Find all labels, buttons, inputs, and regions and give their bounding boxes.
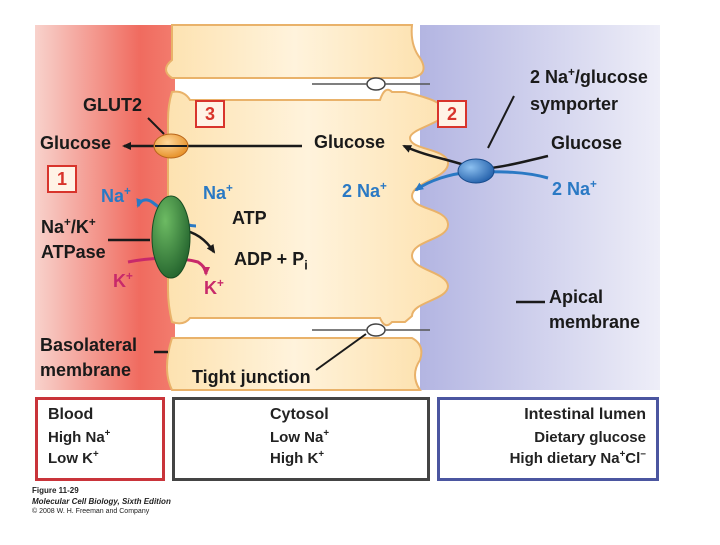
symporter-label-line1: 2 Na+/glucose: [530, 66, 648, 87]
lumen-panel: Intestinal lumen Dietary glucose High di…: [437, 397, 659, 481]
copyright: © 2008 W. H. Freeman and Company: [32, 508, 150, 515]
blood-panel-row1: High Na+: [48, 428, 111, 446]
lumen-region: [420, 25, 660, 390]
apical-label-line1: Apical: [549, 287, 604, 307]
upper-cell: [165, 24, 425, 79]
step-3-box: 3: [195, 100, 225, 128]
cytosol-panel-row2: High K+: [270, 449, 325, 467]
glucose-lumen-label: Glucose: [551, 133, 623, 153]
step-1-box: 1: [47, 165, 77, 193]
na-glucose-symporter: [457, 158, 495, 184]
cytosol-panel: Cytosol Low Na+ High K+: [172, 397, 430, 481]
glut2-label: GLUT2: [83, 95, 143, 115]
lumen-panel-title: Intestinal lumen: [524, 406, 646, 423]
tight-junction-label: Tight junction: [192, 367, 311, 387]
lumen-panel-row1: Dietary glucose: [534, 429, 646, 446]
symporter-pointer: [487, 95, 515, 149]
atpase-label-line1: Na+/K+: [41, 216, 96, 237]
potassium-blood-label: K+: [113, 270, 133, 291]
basolateral-label-line1: Basolateral: [40, 335, 138, 355]
adp-label: ADP + Pi: [234, 249, 308, 273]
two-sodium-cytosol-label: 2 Na+: [342, 180, 387, 201]
atp-label: ATP: [232, 208, 267, 228]
cytosol-panel-row1: Low Na+: [270, 428, 330, 446]
sodium-cytosol-label: Na+: [203, 182, 233, 203]
tight-junction-lower: [366, 323, 386, 337]
cytosol-panel-title: Cytosol: [270, 406, 329, 423]
book-title: Molecular Cell Biology, Sixth Edition: [32, 497, 171, 506]
figure-number: Figure 11-29: [32, 486, 79, 495]
lower-cell: [166, 337, 423, 391]
atpase-label-line2: ATPase: [41, 242, 106, 262]
blood-panel-row2: Low K+: [48, 449, 99, 467]
apical-label-line2: membrane: [549, 312, 641, 332]
tight-junction-upper: [366, 77, 386, 91]
blood-panel-title: Blood: [48, 406, 94, 423]
glut2-pointer: [147, 117, 165, 135]
two-sodium-lumen-label: 2 Na+: [552, 178, 597, 199]
glucose-cytosol-label: Glucose: [314, 132, 386, 152]
potassium-in-arrow: [127, 256, 210, 276]
symporter-label-line2: symporter: [530, 94, 619, 114]
lumen-panel-row2: High dietary Na+Cl−: [509, 449, 646, 467]
blood-panel: Blood High Na+ Low K+: [35, 397, 165, 481]
potassium-cytosol-label: K+: [204, 277, 224, 298]
main-cell: [167, 88, 450, 327]
glucose-blood-label: Glucose: [40, 133, 112, 153]
na-k-atpase-pump: [151, 195, 191, 279]
basolateral-label-line2: membrane: [40, 360, 132, 380]
glucose-lumen-arrow: [489, 154, 549, 170]
sodium-blood-label: Na+: [101, 185, 131, 206]
blood-region: [35, 25, 175, 390]
tight-junction-pointer: [315, 333, 367, 371]
step-2-box: 2: [437, 100, 467, 128]
